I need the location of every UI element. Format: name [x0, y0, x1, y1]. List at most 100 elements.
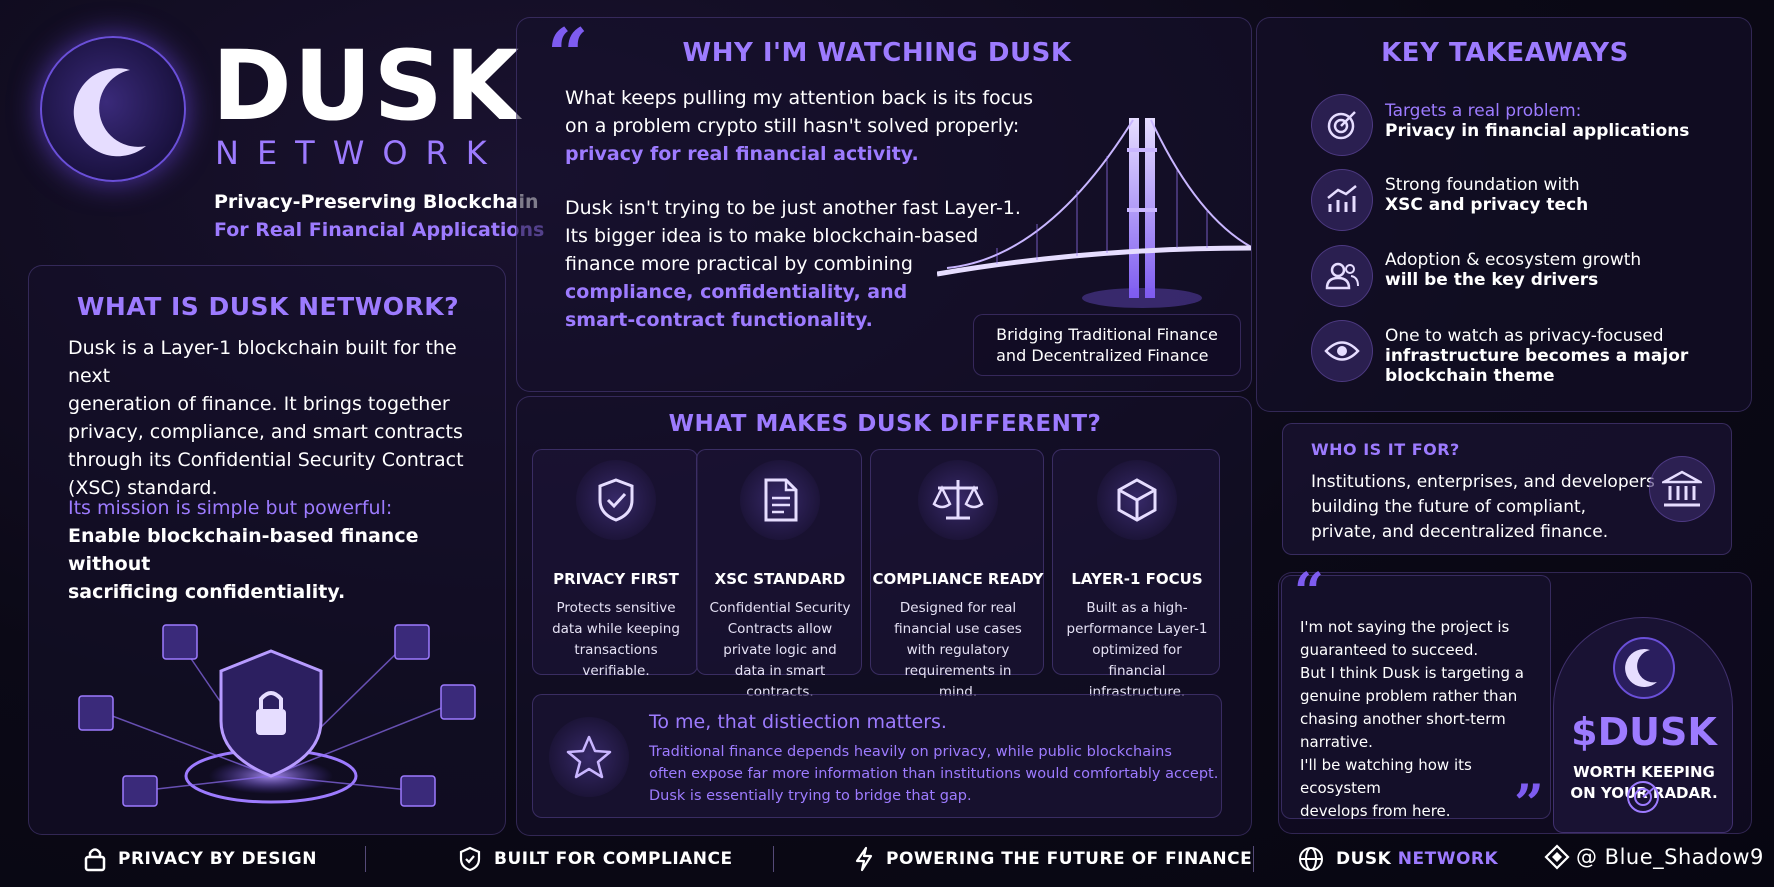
logo-moon-badge	[40, 36, 186, 182]
brand-tagline: Privacy-Preserving Blockchain	[214, 191, 539, 213]
opinion-line: But I think Dusk is targeting a	[1300, 664, 1524, 682]
takeaway-line: blockchain theme	[1385, 366, 1555, 386]
takeaway-item: Targets a real problem: Privacy in finan…	[1385, 101, 1689, 141]
takeaways-panel: KEY TAKEAWAYS Targets a real problem: Pr…	[1256, 17, 1752, 412]
crescent-moon-icon	[1613, 637, 1675, 699]
target-icon	[1311, 94, 1373, 156]
opinion-panel: “ I'm not saying the project is guarante…	[1278, 562, 1752, 835]
footer-label: PRIVACY BY DESIGN	[118, 849, 317, 869]
chart-growth-icon	[1311, 169, 1373, 231]
ticker-line: ON YOUR RADAR.	[1570, 784, 1718, 802]
footer-divider	[365, 846, 366, 872]
takeaway-line: One to watch as privacy-focused	[1385, 326, 1664, 346]
brand-title: DUSK	[212, 30, 522, 142]
note-line: often expose far more information than i…	[649, 766, 1219, 782]
takeaway-line: Privacy in financial applications	[1385, 121, 1690, 141]
feature-desc-line: Designed for real	[899, 600, 1017, 616]
what-is-line: Dusk is a Layer-1 blockchain built for t…	[68, 337, 457, 387]
feature-desc-line: financial use cases	[894, 621, 1022, 637]
eye-icon	[1311, 320, 1373, 382]
footer-privacy: PRIVACY BY DESIGN	[84, 846, 317, 872]
footer-label: BUILT FOR COMPLIANCE	[494, 849, 733, 869]
feature-desc-line: performance Layer-1	[1066, 621, 1208, 637]
takeaway-line: XSC and privacy tech	[1385, 195, 1589, 215]
feature-title: PRIVACY FIRST	[553, 570, 679, 588]
crescent-moon-icon	[73, 68, 146, 157]
opinion-line: narrative.	[1300, 733, 1373, 751]
footer-divider	[773, 846, 774, 872]
opinion-line: I'm not saying the project is	[1300, 618, 1510, 636]
lock-icon	[84, 848, 106, 872]
who-title: WHO IS IT FOR?	[1311, 440, 1460, 459]
feature-desc-line: Confidential Security	[709, 600, 851, 616]
who-line: building the future of compliant,	[1311, 497, 1587, 517]
feature-card-compliance: COMPLIANCE READY Designed for real finan…	[870, 449, 1044, 700]
footer-network: DUSK NETWORK	[1298, 846, 1498, 872]
who-description: Institutions, enterprises, and developer…	[1311, 470, 1655, 545]
footer-powering: POWERING THE FUTURE OF FINANCE	[854, 846, 1252, 872]
feature-card-layer1: LAYER-1 FOCUS Built as a high- performan…	[1052, 449, 1220, 700]
brand-subtitle: NETWORK	[215, 134, 505, 172]
feature-desc-line: Built as a high-	[1086, 600, 1188, 616]
radar-icon	[1627, 781, 1659, 813]
footer-handle[interactable]: @ Blue_Shadow9	[1544, 844, 1764, 870]
who-line: Institutions, enterprises, and developer…	[1311, 472, 1655, 492]
bridge-illustration	[937, 118, 1251, 308]
what-is-line: generation of finance. It brings togethe…	[68, 393, 450, 415]
what-is-line: (XSC) standard.	[68, 477, 218, 499]
mission-label: Its mission is simple but powerful:	[68, 497, 393, 519]
feature-desc-line: requirements in	[904, 663, 1012, 679]
footer-compliance: BUILT FOR COMPLIANCE	[458, 846, 733, 872]
takeaway-line: infrastructure becomes a major	[1385, 346, 1689, 366]
opinion-card: “ I'm not saying the project is guarante…	[1281, 562, 1551, 835]
bridge-caption-line: Bridging Traditional Finance	[996, 325, 1218, 344]
footer-network-word: DUSK	[1336, 849, 1392, 869]
what-is-line: privacy, compliance, and smart contracts	[68, 421, 463, 443]
quote-open-icon: “	[1294, 562, 1324, 623]
shield-check-icon	[459, 846, 481, 872]
note-title: To me, that distiection matters.	[649, 711, 947, 733]
feature-title: LAYER-1 FOCUS	[1071, 570, 1203, 588]
feature-desc-line: optimized for	[1092, 642, 1182, 658]
why-accent: compliance, confidentiality, and	[565, 281, 908, 303]
footer-network-word-accent: NETWORK	[1397, 849, 1499, 869]
different-title: WHAT MAKES DUSK DIFFERENT?	[668, 411, 1102, 437]
what-is-line: through its Confidential Security Contra…	[68, 449, 464, 471]
why-line: Its bigger idea is to make blockchain-ba…	[565, 225, 979, 247]
feature-description: Confidential Security Contracts allow pr…	[697, 598, 863, 703]
shield-network-illustration	[78, 624, 476, 807]
bridge-caption: Bridging Traditional Finance and Decentr…	[973, 314, 1241, 376]
feature-description: Designed for real financial use cases wi…	[871, 598, 1045, 703]
ticker-tagline: WORTH KEEPING ON YOUR RADAR.	[1554, 762, 1734, 804]
feature-title: COMPLIANCE READY	[872, 570, 1044, 588]
why-paragraph-1: What keeps pulling my attention back is …	[565, 84, 1033, 168]
why-watching-title: WHY I'M WATCHING DUSK	[682, 38, 1072, 68]
ticker-line: WORTH KEEPING	[1573, 763, 1715, 781]
feature-description: Built as a high- performance Layer-1 opt…	[1053, 598, 1221, 703]
brand-tagline-accent: For Real Financial Applications	[214, 219, 545, 241]
opinion-text: I'm not saying the project is guaranteed…	[1300, 616, 1550, 823]
binance-icon	[1544, 844, 1570, 870]
feature-desc-line: financial	[1108, 663, 1166, 679]
takeaway-line: Strong foundation with	[1385, 175, 1580, 195]
what-is-description: Dusk is a Layer-1 blockchain built for t…	[68, 334, 498, 502]
what-is-title: WHAT IS DUSK NETWORK?	[76, 292, 460, 321]
why-accent: smart-contract functionality.	[565, 309, 873, 331]
scales-icon	[918, 460, 998, 540]
feature-card-xsc: XSC STANDARD Confidential Security Contr…	[696, 449, 862, 700]
shield-check-icon	[576, 460, 656, 540]
why-watching-panel: “ WHY I'M WATCHING DUSK What keeps pulli…	[516, 17, 1252, 392]
note-line: Traditional finance depends heavily on p…	[649, 744, 1172, 760]
feature-desc-line: verifiable.	[582, 663, 650, 679]
star-icon	[549, 717, 629, 797]
takeaways-title: KEY TAKEAWAYS	[1381, 38, 1629, 68]
why-line: on a problem crypto still hasn't solved …	[565, 115, 1020, 137]
feature-description: Protects sensitive data while keeping tr…	[533, 598, 699, 682]
feature-desc-line: with regulatory	[906, 642, 1010, 658]
takeaway-item: Strong foundation with XSC and privacy t…	[1385, 175, 1588, 215]
globe-icon	[1299, 847, 1323, 871]
feature-desc-line: data in smart	[734, 663, 826, 679]
feature-desc-line: data while keeping	[552, 621, 680, 637]
quote-open-icon: “	[547, 17, 589, 97]
opinion-line: chasing another short-term	[1300, 710, 1506, 728]
